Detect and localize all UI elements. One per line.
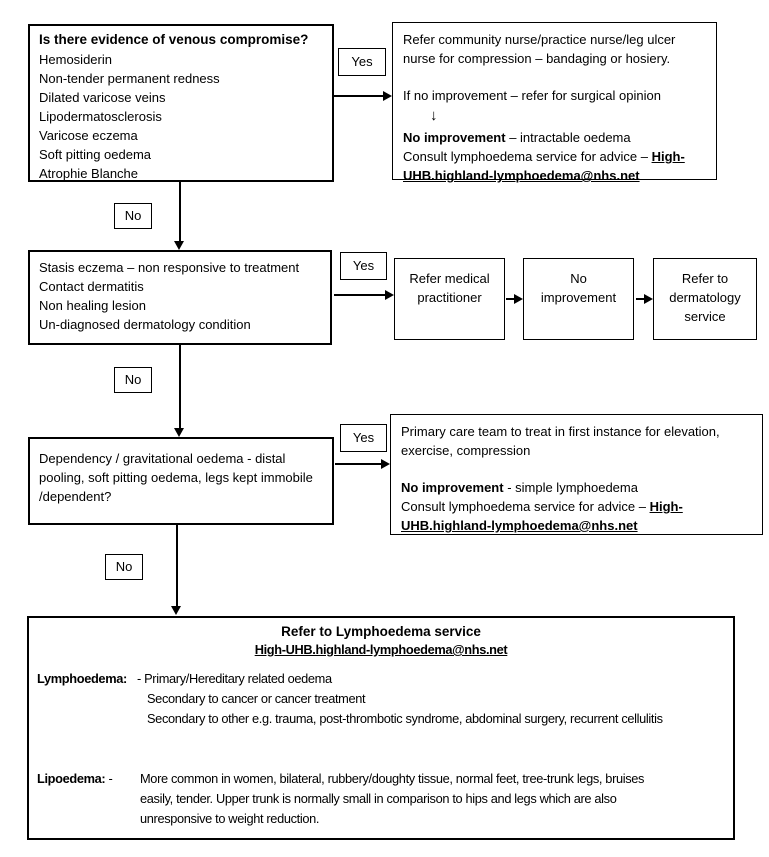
email-link[interactable]: High-UHB.highland-lymphoedema@nhs.net — [254, 642, 508, 657]
down-arrow-icon: ↓ — [430, 107, 438, 124]
consult-text: Consult lymphoedema service for advice – — [401, 499, 650, 514]
box-primary-care-treatment: Primary care team to treat in first inst… — [390, 414, 763, 535]
connector-line — [506, 298, 516, 300]
action-text-line: service — [684, 309, 726, 324]
treatment-text-line: Primary care team to treat in first inst… — [401, 424, 720, 439]
connector-line — [636, 298, 645, 300]
email-link[interactable]: High- — [651, 149, 685, 164]
arrowhead-right-icon — [385, 290, 394, 300]
arrowhead-down-icon — [174, 241, 184, 250]
no-improvement-rest: - simple lymphoedema — [503, 480, 638, 495]
lipoedema-label: Lipoedema: - — [37, 771, 113, 786]
arrowhead-right-icon — [514, 294, 523, 304]
lymphoedema-label: Lymphoedema: — [37, 671, 127, 686]
connector-line — [334, 294, 387, 296]
box-stasis-eczema: Stasis eczema – non responsive to treatm… — [28, 250, 332, 345]
question-text-line: /dependent? — [39, 489, 112, 504]
arrowhead-right-icon — [381, 459, 390, 469]
lymphoedema-line: - Primary/Hereditary related oedema — [137, 671, 332, 686]
if-no-improvement-text: If no improvement – refer for surgical o… — [403, 88, 661, 103]
action-text-line: improvement — [540, 290, 617, 305]
symptom-item: Hemosiderin — [39, 52, 112, 67]
box-refer-dermatology: Refer to dermatology service — [653, 258, 757, 340]
no-improvement-rest: – intractable oedema — [505, 130, 631, 145]
box-no-improvement: No improvement — [523, 258, 634, 340]
connector-line — [179, 345, 181, 430]
lipoedema-line: easily, tender. Upper trunk is normally … — [140, 791, 617, 806]
action-text-line: Refer medical — [409, 271, 490, 286]
condition-item: Non healing lesion — [39, 298, 146, 313]
inline-arrow-row: ↓ — [403, 105, 706, 128]
lipoedema-line: unresponsive to weight reduction. — [140, 811, 320, 826]
question-text-line: pooling, soft pitting oedema, legs kept … — [39, 470, 313, 485]
email-link[interactable]: UHB.highland-lymphoedema@nhs.net — [403, 168, 640, 183]
question-text-line: Dependency / gravitational oedema - dist… — [39, 451, 286, 466]
action-text-line: No — [570, 271, 587, 286]
action-text-line: Refer to — [681, 271, 729, 286]
condition-item: Stasis eczema – non responsive to treatm… — [39, 260, 300, 275]
connector-line — [176, 525, 178, 608]
yes-label: Yes — [340, 424, 387, 452]
no-improvement-bold: No improvement — [403, 130, 506, 145]
yes-label: Yes — [340, 252, 387, 280]
box-refer-medical-practitioner: Refer medical practitioner — [394, 258, 505, 340]
connector-line — [335, 463, 383, 465]
arrowhead-right-icon — [644, 294, 653, 304]
lymphoedema-definition-row: Lymphoedema: - Primary/Hereditary relate… — [37, 669, 725, 729]
no-improvement-bold: No improvement — [401, 480, 504, 495]
referral-text-line: Refer community nurse/practice nurse/leg… — [403, 32, 676, 47]
email-link[interactable]: High- — [649, 499, 683, 514]
connector-line — [334, 95, 385, 97]
condition-item: Contact dermatitis — [39, 279, 144, 294]
final-title: Refer to Lymphoedema service — [281, 624, 481, 639]
action-text-line: dermatology — [669, 290, 741, 305]
box-venous-compromise: Is there evidence of venous compromise? … — [28, 24, 334, 182]
yes-label: Yes — [338, 48, 386, 76]
treatment-text-line: exercise, compression — [401, 443, 531, 458]
symptom-item: Soft pitting oedema — [39, 147, 152, 162]
condition-item: Un-diagnosed dermatology condition — [39, 317, 251, 332]
no-label: No — [114, 203, 152, 229]
arrowhead-down-icon — [174, 428, 184, 437]
lipoedema-definition-row: Lipoedema: - More common in women, bilat… — [37, 769, 725, 829]
symptom-item: Dilated varicose veins — [39, 90, 166, 105]
lymphoedema-line: Secondary to cancer or cancer treatment — [147, 691, 366, 706]
symptom-item: Atrophie Blanche — [39, 166, 139, 181]
action-text-line: practitioner — [417, 290, 482, 305]
symptom-item: Non-tender permanent redness — [39, 71, 220, 86]
connector-line — [179, 182, 181, 243]
box-dependency-oedema: Dependency / gravitational oedema - dist… — [28, 437, 334, 525]
arrowhead-down-icon — [171, 606, 181, 615]
no-label: No — [114, 367, 152, 393]
arrowhead-right-icon — [383, 91, 392, 101]
symptom-item: Lipodermatosclerosis — [39, 109, 162, 124]
consult-text: Consult lymphoedema service for advice – — [403, 149, 652, 164]
question-title: Is there evidence of venous compromise? — [39, 32, 309, 47]
no-label: No — [105, 554, 143, 580]
symptom-item: Varicose eczema — [39, 128, 138, 143]
referral-text-line: nurse for compression – bandaging or hos… — [403, 51, 671, 66]
lipoedema-line: More common in women, bilateral, rubbery… — [140, 771, 645, 786]
lymphoedema-line: Secondary to other e.g. trauma, post-thr… — [147, 711, 663, 726]
email-link[interactable]: UHB.highland-lymphoedema@nhs.net — [401, 518, 638, 533]
box-lymphoedema-service: Refer to Lymphoedema service High-UHB.hi… — [27, 616, 735, 840]
box-compression-referral: Refer community nurse/practice nurse/leg… — [392, 22, 717, 183]
